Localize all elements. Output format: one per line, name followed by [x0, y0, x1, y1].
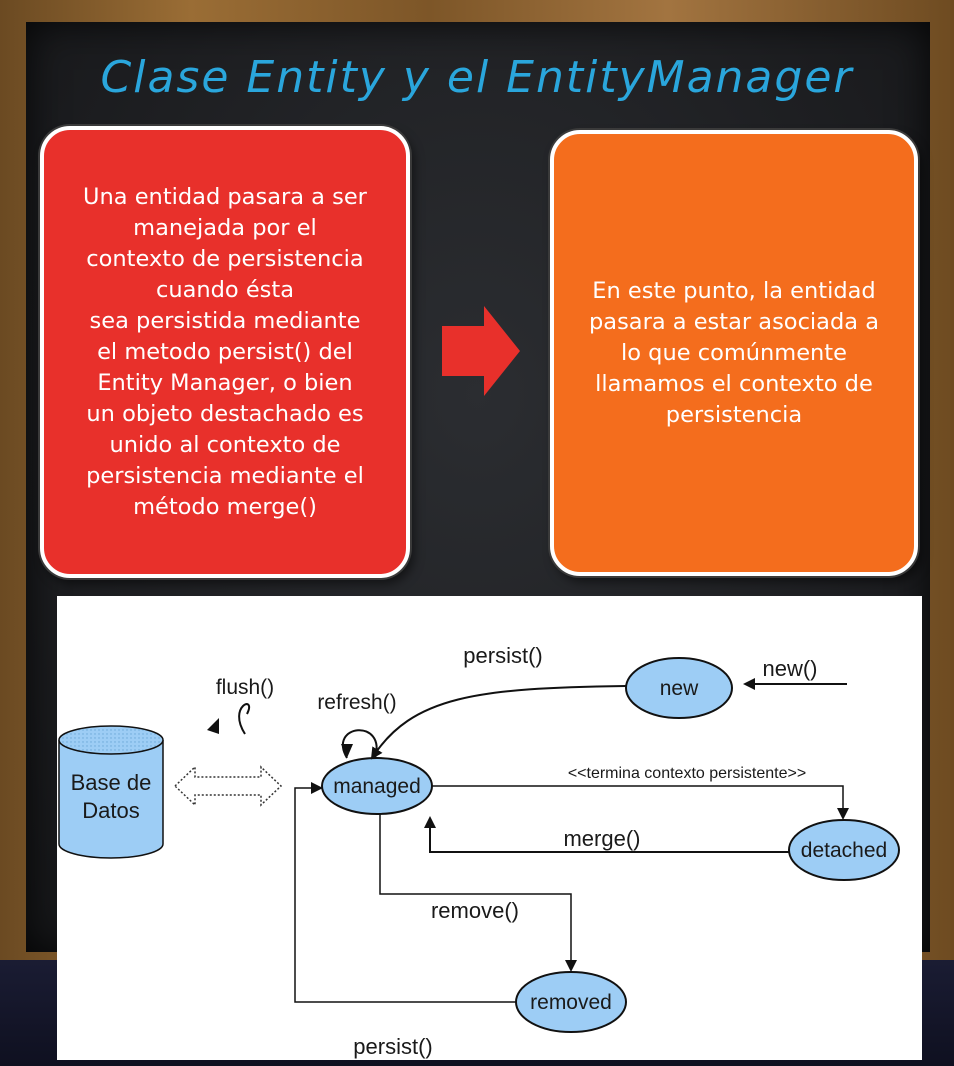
right-arrow-icon — [442, 306, 520, 396]
persist-removed-to-managed-arrow — [294, 782, 516, 1003]
result-box: En este punto, la entidad pasara a estar… — [550, 130, 918, 576]
termina-contexto-arrow — [432, 785, 849, 820]
persist-new-to-managed-arrow — [370, 685, 627, 760]
remove-arrow — [379, 814, 577, 972]
state-managed-label: managed — [333, 775, 421, 798]
database-label-line1: Base de — [71, 770, 152, 795]
merge-arrow — [424, 816, 789, 853]
state-removed-label: removed — [530, 991, 612, 1014]
persist-top-label: persist() — [463, 643, 542, 668]
remove-label: remove() — [431, 898, 519, 923]
persist-bottom-label: persist() — [353, 1034, 432, 1059]
state-detached-label: detached — [801, 839, 887, 862]
termina-contexto-label: <<termina contexto persistente>> — [568, 765, 806, 782]
explanation-text: Una entidad pasara a ser manejada por el… — [83, 183, 367, 520]
state-new-label: new — [660, 677, 699, 700]
state-detached — [788, 819, 900, 881]
refresh-arrowhead-icon — [341, 744, 353, 758]
database-label-line2: Datos — [82, 798, 139, 823]
new-call-label: new() — [762, 656, 817, 681]
flush-label: flush() — [216, 676, 274, 699]
slide-title: Clase Entity y el EntityManager — [100, 52, 854, 103]
explanation-box: Una entidad pasara a ser manejada por el… — [40, 126, 410, 578]
lifecycle-diagram-background — [57, 596, 922, 1060]
state-new — [625, 657, 733, 719]
flush-loop-arrow — [238, 703, 250, 735]
flush-arrowhead-icon — [207, 718, 219, 734]
database-icon — [58, 725, 164, 859]
merge-label: merge() — [563, 826, 640, 851]
sync-double-arrow-icon — [173, 765, 283, 807]
result-text: En este punto, la entidad pasara a estar… — [589, 277, 879, 428]
entity-lifecycle-diagram: Base de Datos flush() managed refresh() … — [58, 643, 900, 1059]
refresh-label: refresh() — [317, 691, 396, 714]
